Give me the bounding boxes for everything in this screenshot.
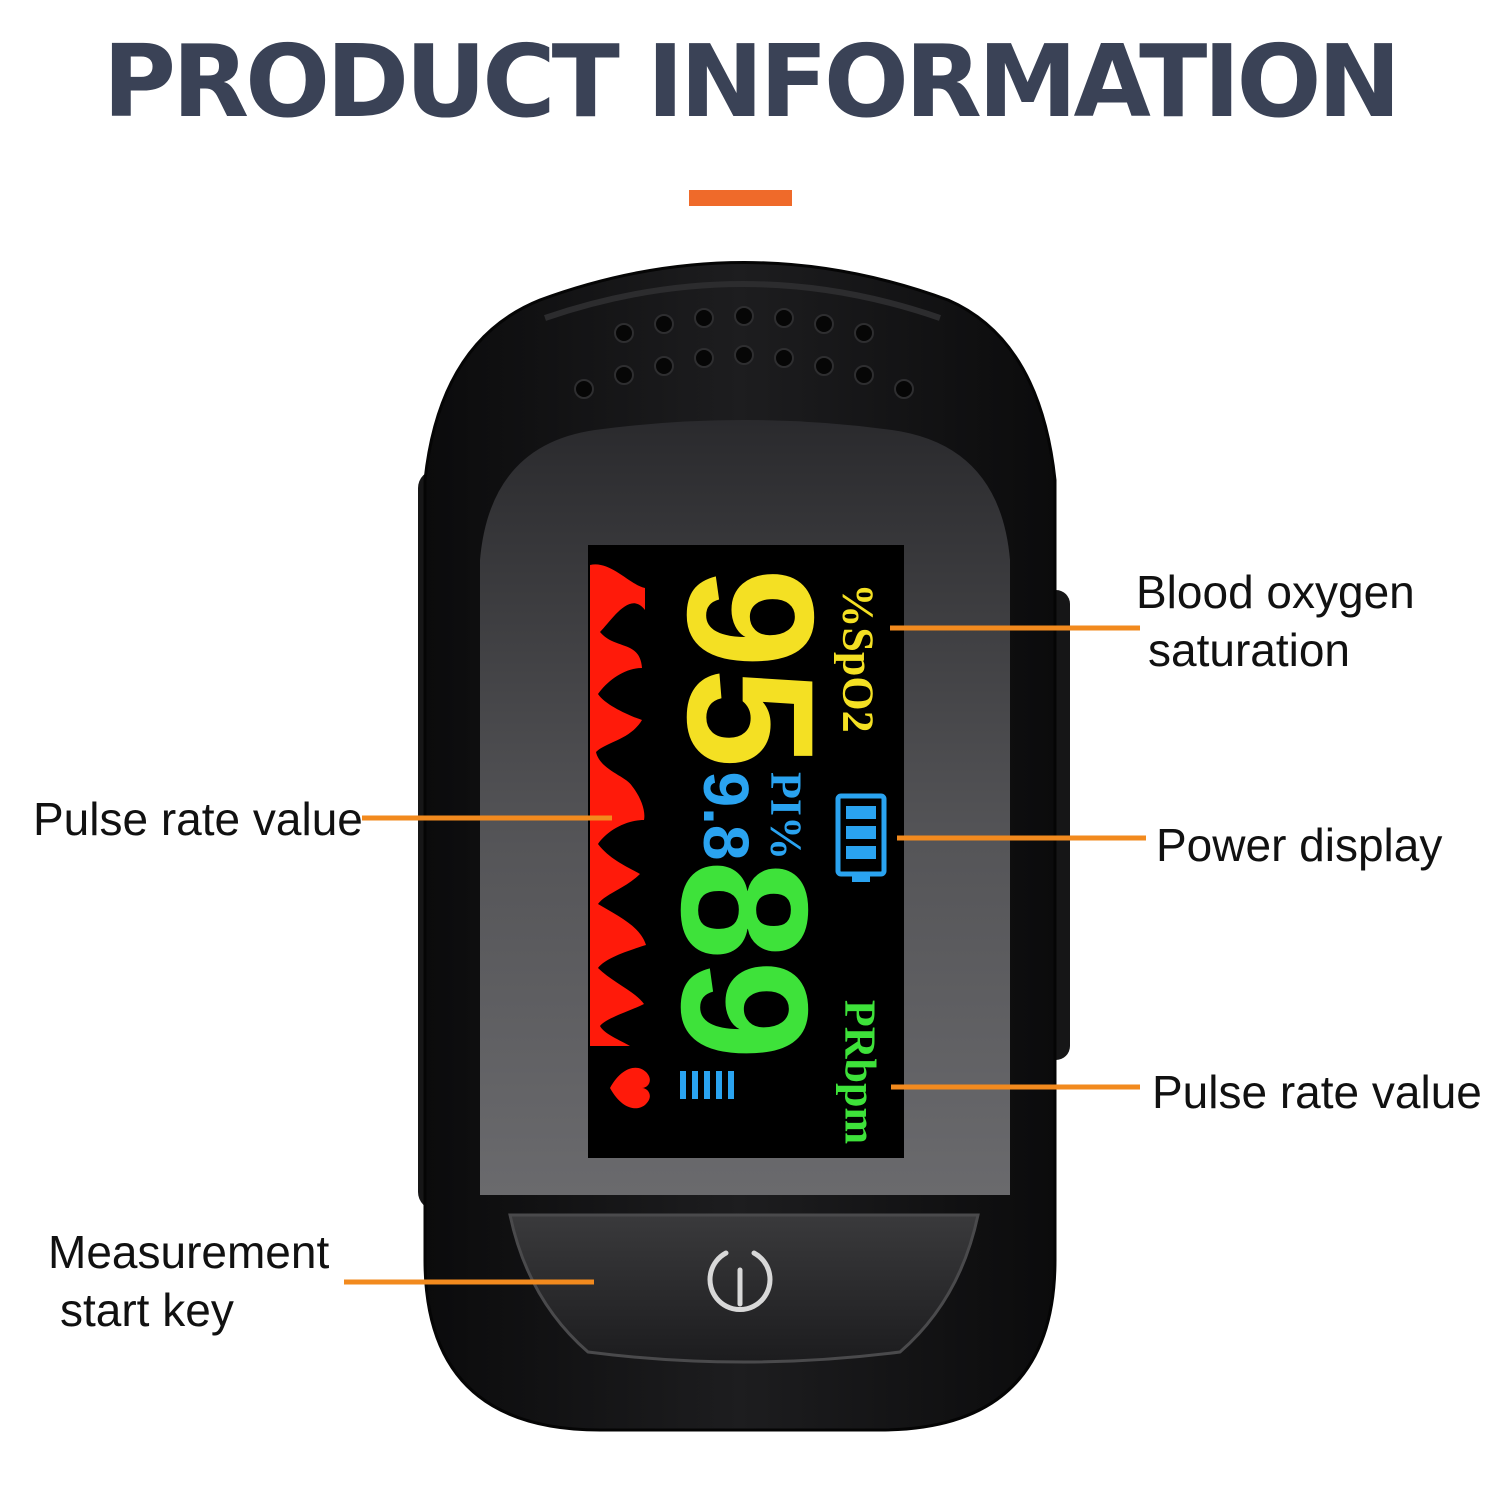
start-key[interactable] <box>508 1213 980 1364</box>
spo2-value: 95 <box>650 568 851 768</box>
top-rim <box>544 281 941 321</box>
label-blood-oxygen-line-2: saturation <box>1148 624 1351 676</box>
pulse-unit: PRbpm <box>836 1000 885 1144</box>
spo2-unit: %SpO2 <box>834 583 883 732</box>
label-power-display: Power display <box>1156 819 1443 871</box>
page-title: PRODUCT INFORMATION <box>102 23 1401 140</box>
label-blood-oxygen: Blood oxygen saturation <box>1136 563 1415 679</box>
pi-value: 9.8 <box>690 772 762 861</box>
pi-unit: PI% <box>762 772 811 860</box>
power-icon <box>707 1250 773 1312</box>
pulse-waveform <box>590 564 646 1046</box>
label-pulse-rate-right: Pulse rate value <box>1152 1066 1482 1118</box>
speaker-grille <box>574 306 914 399</box>
pulse-value: 89 <box>644 860 845 1060</box>
callout-lines <box>344 625 1146 1285</box>
pulse-strength-bars <box>680 1071 734 1099</box>
battery-icon <box>835 793 887 882</box>
label-start-key-line-1: Measurement <box>48 1226 330 1278</box>
label-blood-oxygen-line-1: Blood oxygen <box>1136 566 1415 618</box>
title-accent-bar <box>689 190 792 206</box>
label-start-key-line-2: start key <box>60 1284 234 1336</box>
label-start-key: Measurement start key <box>48 1223 329 1339</box>
heart-icon <box>610 1067 650 1109</box>
label-pulse-rate-left: Pulse rate value <box>33 793 363 845</box>
